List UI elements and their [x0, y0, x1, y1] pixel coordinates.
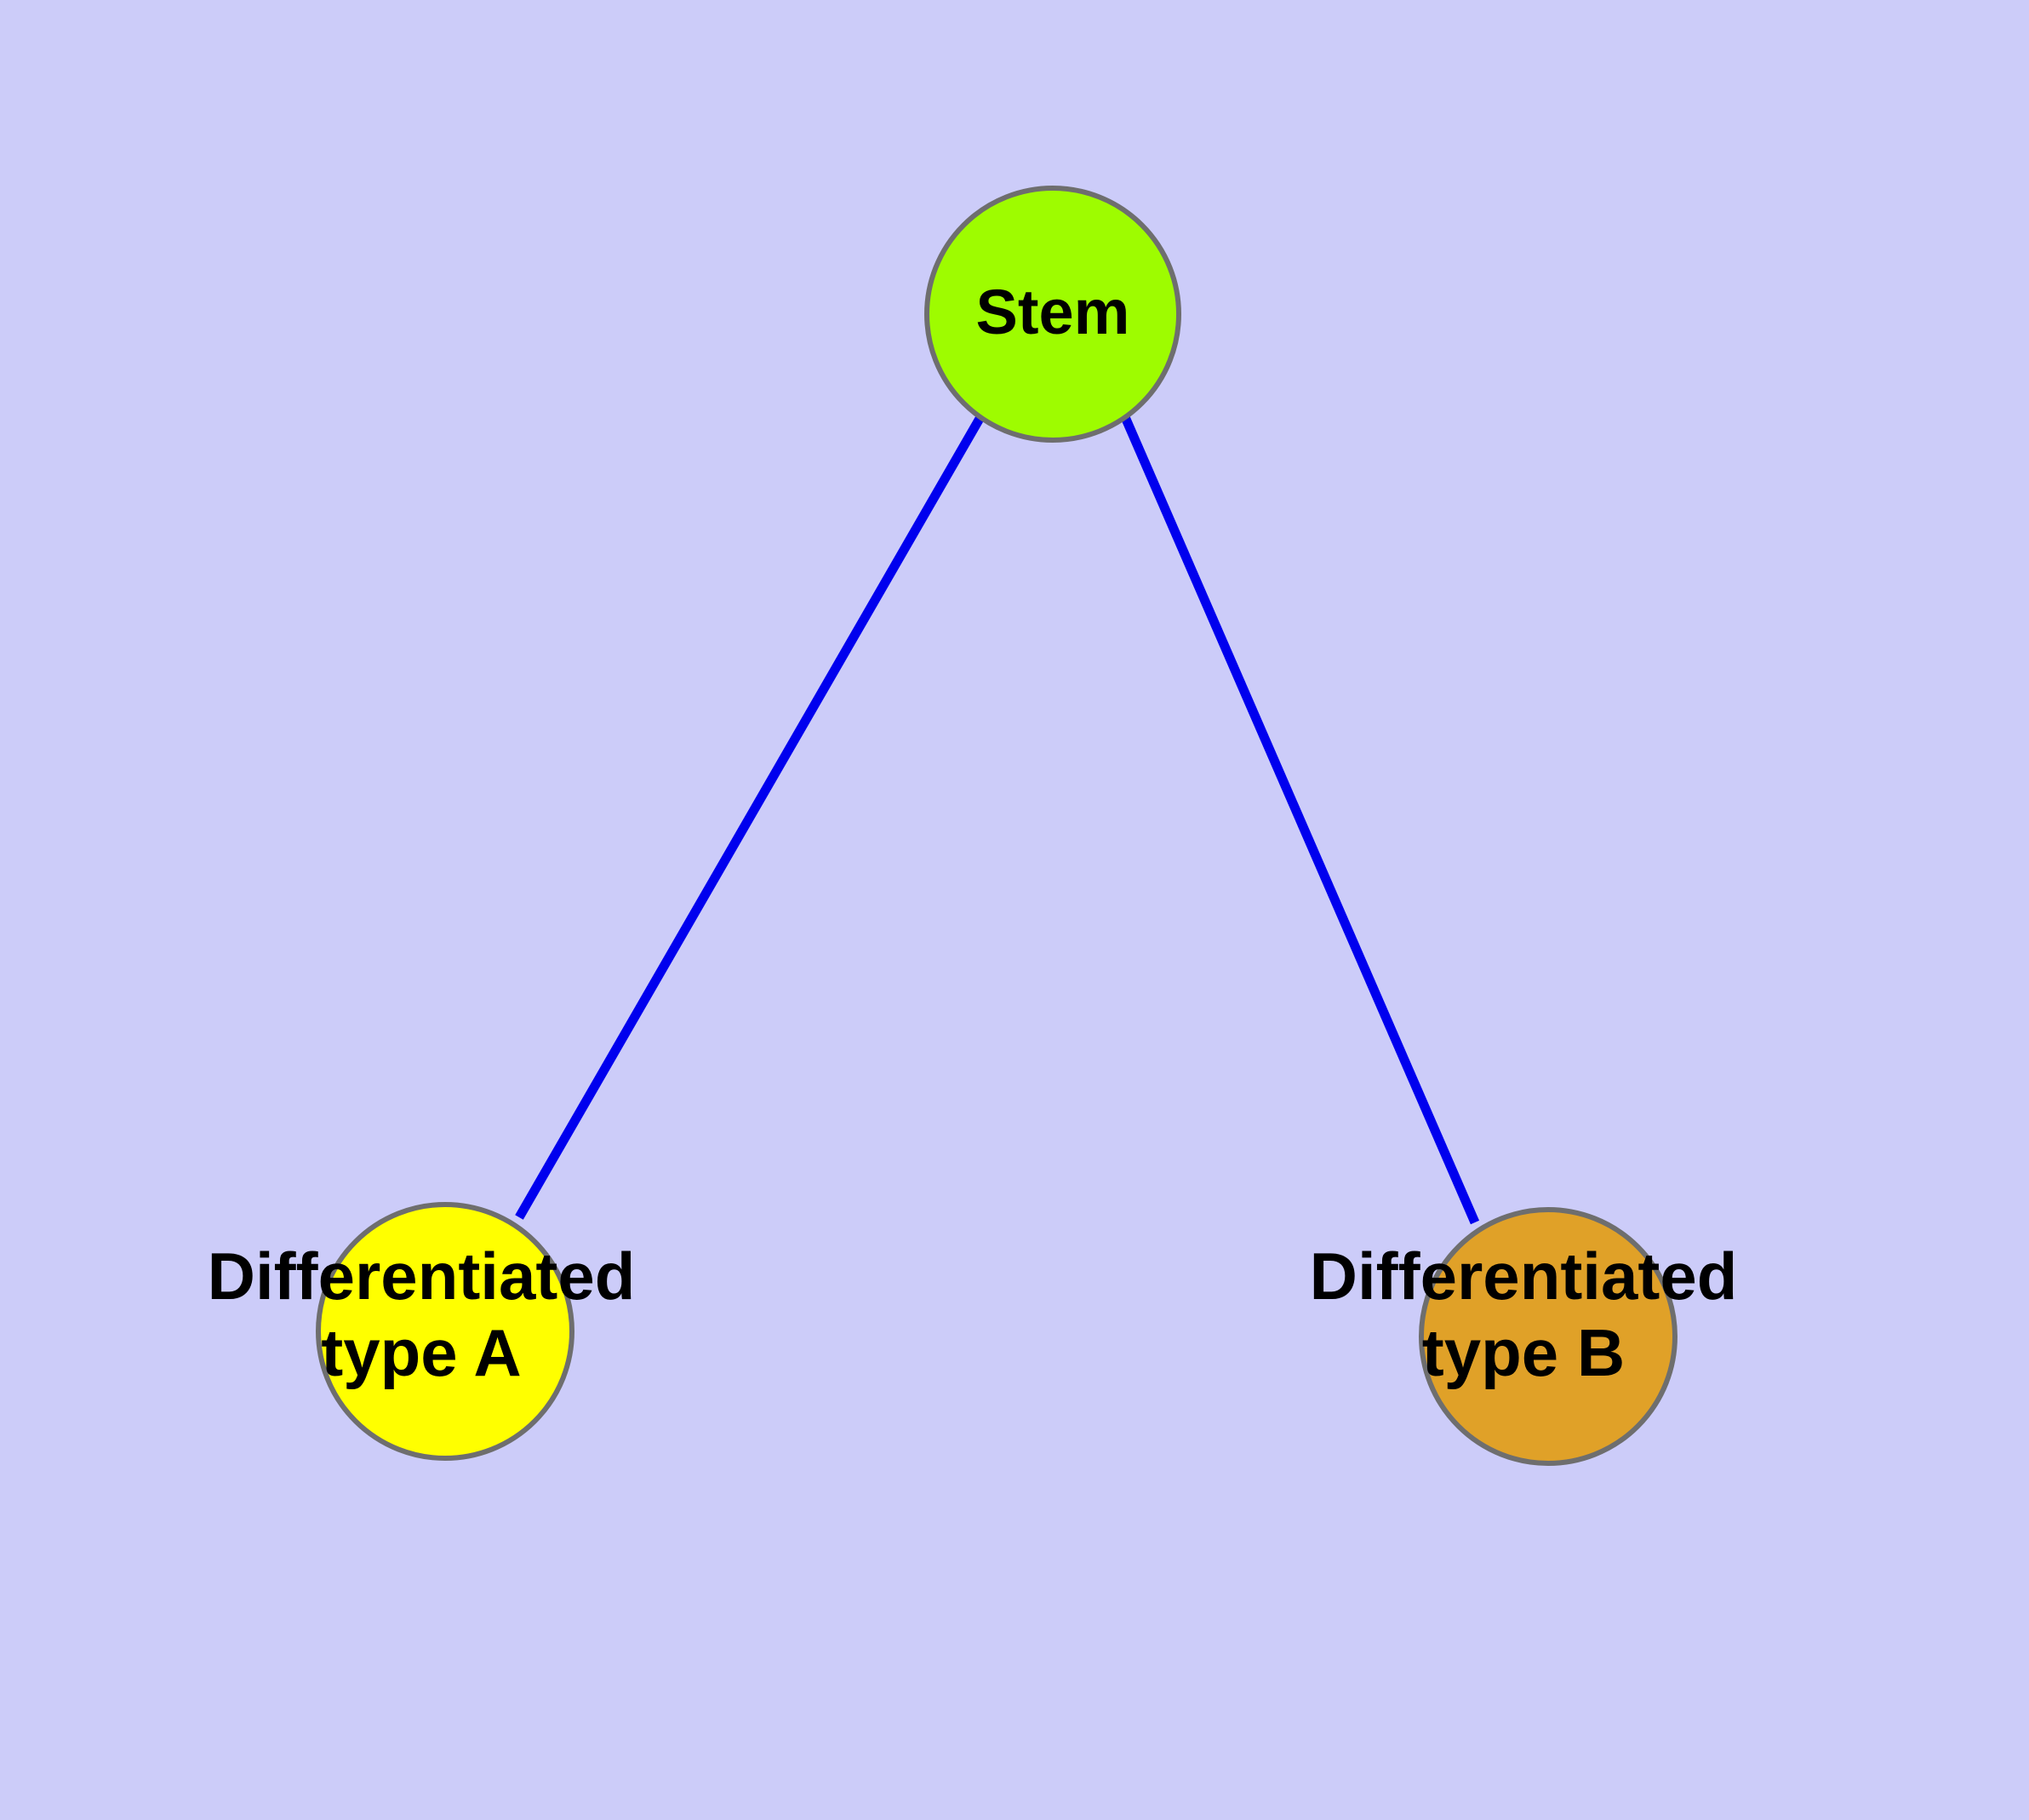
label-line: Stem — [976, 277, 1130, 347]
nodes-layer — [316, 186, 1677, 1466]
graph-node-stem[interactable] — [924, 186, 1181, 443]
label-line: Differentiated — [1310, 1238, 1738, 1313]
label-line: type A — [321, 1315, 522, 1390]
graph-edge-stem-diff_a[interactable] — [515, 415, 985, 1220]
edges-layer — [515, 415, 1480, 1225]
label-line: Differentiated — [208, 1238, 636, 1313]
graph-edge-stem-diff_b[interactable] — [1120, 415, 1480, 1225]
graph-node-label-stem: Stem — [976, 277, 1130, 347]
graph-node-diff_a[interactable] — [316, 1202, 574, 1461]
graph-node-diff_b[interactable] — [1419, 1207, 1677, 1466]
label-line: type B — [1422, 1315, 1625, 1390]
